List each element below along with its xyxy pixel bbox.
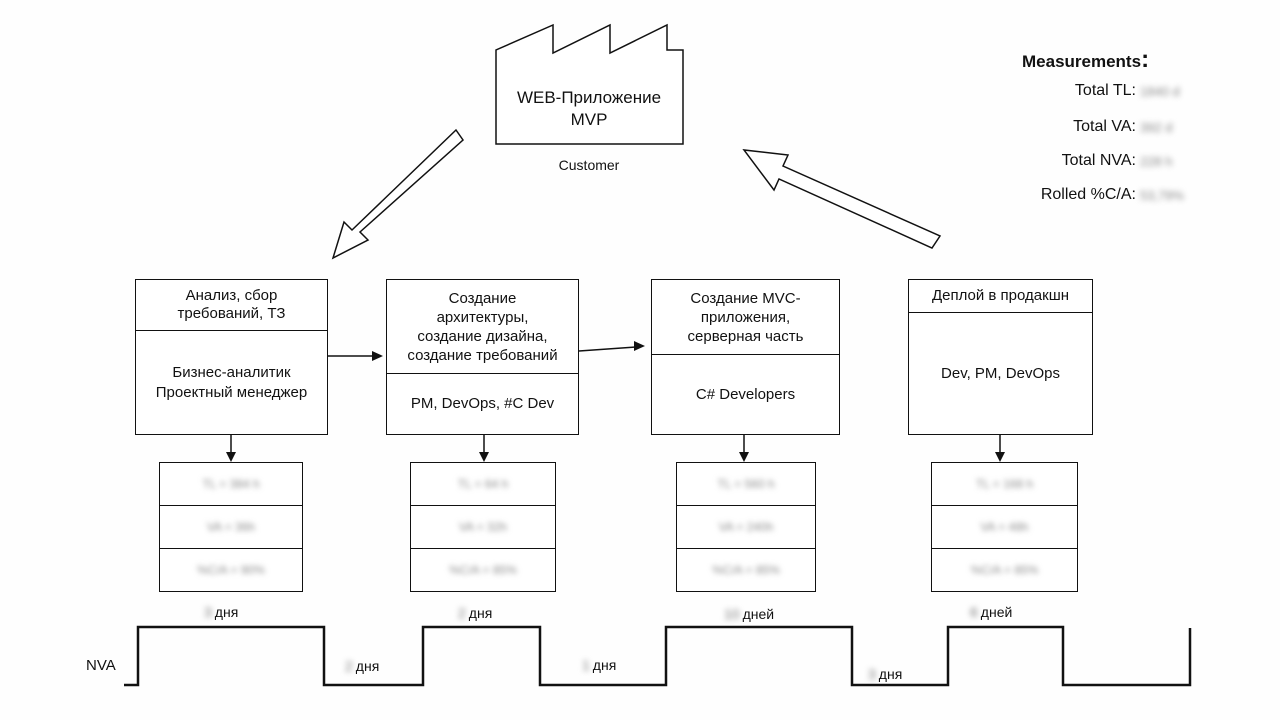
data-box-architecture: TL = 64 h VA = 32h %C/A = 85% bbox=[410, 462, 556, 592]
factory-subtitle: MVP bbox=[571, 110, 608, 129]
measurement-total-va: Total VA: 392 d bbox=[1073, 118, 1200, 136]
data-cell-va: VA = 240h bbox=[677, 506, 815, 549]
timeline-nva-days: 1 дня bbox=[582, 657, 616, 673]
days-number: 3 bbox=[204, 604, 212, 620]
measurements-title: Measurements: bbox=[1022, 46, 1150, 73]
data-box-analysis: TL = 384 h VA = 36h %C/A = 90% bbox=[159, 462, 303, 592]
timeline-va-days: 2 дня bbox=[458, 605, 492, 621]
timeline-nva-days: 2 дня bbox=[345, 658, 379, 674]
process-staff: PM, DevOps, #C Dev bbox=[410, 395, 555, 412]
flow-arrow-down bbox=[739, 435, 749, 462]
data-cell-va: VA = 48h bbox=[932, 506, 1077, 549]
days-unit: дня bbox=[214, 604, 239, 620]
data-cell-tl: TL = 560 h bbox=[677, 463, 815, 506]
data-box-deploy: TL = 168 h VA = 48h %C/A = 85% bbox=[931, 462, 1078, 592]
data-cell-va: VA = 36h bbox=[160, 506, 302, 549]
process-title: Анализ, сбор требований, ТЗ bbox=[136, 280, 327, 331]
measurement-value: 392 d bbox=[1140, 119, 1173, 135]
measurement-value: 1840 d bbox=[1140, 83, 1180, 99]
measurement-label: Rolled %C/A: bbox=[1040, 186, 1136, 203]
timeline-line bbox=[124, 625, 1192, 687]
data-value: TL = 384 h bbox=[202, 477, 260, 491]
factory-caption: Customer bbox=[559, 157, 620, 173]
data-value: VA = 240h bbox=[718, 520, 774, 534]
measurement-value: 228 h bbox=[1140, 153, 1173, 169]
data-cell-ca: %C/A = 90% bbox=[160, 549, 302, 591]
days-number: 6 bbox=[970, 604, 978, 620]
data-value: TL = 560 h bbox=[717, 477, 775, 491]
data-cell-ca: %C/A = 85% bbox=[677, 549, 815, 591]
days-number: 2 bbox=[458, 605, 466, 621]
days-number: 3 bbox=[868, 666, 876, 682]
data-value: %C/A = 85% bbox=[712, 563, 780, 577]
flow-arrow-down bbox=[479, 435, 489, 462]
measurements-title-text: Measurements bbox=[1022, 52, 1142, 71]
process-box-architecture: Создание архитектуры, создание дизайна, … bbox=[386, 279, 579, 435]
days-unit: дня bbox=[592, 657, 617, 673]
days-number: 1 bbox=[582, 657, 590, 673]
push-arrow bbox=[328, 351, 383, 361]
days-unit: дня bbox=[355, 658, 380, 674]
data-value: TL = 64 h bbox=[457, 477, 509, 491]
timeline-nva-days: 3 дня bbox=[868, 666, 902, 682]
measurement-rolled-ca: Rolled %C/A: 53,79% bbox=[1041, 186, 1200, 204]
days-unit: дней bbox=[742, 606, 775, 622]
process-staff: C# Developers bbox=[695, 385, 796, 403]
process-box-analysis: Анализ, сбор требований, ТЗ Бизнес-анали… bbox=[135, 279, 328, 435]
timeline-va-days: 10 дней bbox=[724, 606, 774, 622]
data-value: TL = 168 h bbox=[975, 477, 1034, 491]
days-number: 10 bbox=[724, 606, 740, 622]
data-value: %C/A = 85% bbox=[970, 563, 1039, 577]
data-value: %C/A = 85% bbox=[449, 563, 517, 577]
data-value: VA = 36h bbox=[206, 520, 256, 534]
process-staff: Бизнес-аналитик Проектный менеджер bbox=[155, 363, 308, 401]
process-staff: Dev, PM, DevOps bbox=[941, 364, 1060, 382]
process-title: Деплой в продакшн bbox=[909, 280, 1092, 313]
days-unit: дней bbox=[980, 604, 1013, 620]
data-cell-ca: %C/A = 85% bbox=[411, 549, 555, 591]
process-box-development: Создание MVC- приложения, серверная част… bbox=[651, 279, 840, 435]
process-title: Создание архитектуры, создание дизайна, … bbox=[387, 280, 578, 374]
timeline-va-days: 6 дней bbox=[970, 604, 1012, 620]
timeline-va-days: 3 дня bbox=[204, 604, 238, 620]
measurement-value: 53,79% bbox=[1140, 187, 1185, 203]
measurement-total-tl: Total TL: 1840 d bbox=[1075, 82, 1200, 100]
days-unit: дня bbox=[468, 605, 493, 621]
measurement-label: Total TL: bbox=[1074, 82, 1136, 99]
data-cell-tl: TL = 64 h bbox=[411, 463, 555, 506]
data-box-development: TL = 560 h VA = 240h %C/A = 85% bbox=[676, 462, 816, 592]
data-value: VA = 48h bbox=[980, 520, 1029, 534]
process-box-deploy: Деплой в продакшн Dev, PM, DevOps bbox=[908, 279, 1093, 435]
measurement-label: Total NVA: bbox=[1061, 152, 1136, 169]
factory-icon bbox=[495, 23, 684, 145]
flow-arrow-down bbox=[995, 435, 1005, 462]
days-unit: дня bbox=[878, 666, 903, 682]
push-arrow bbox=[578, 341, 645, 352]
data-value: %C/A = 90% bbox=[197, 563, 265, 577]
delivery-arrow-icon bbox=[742, 149, 942, 249]
days-number: 2 bbox=[345, 658, 353, 674]
measurement-total-nva: Total NVA: 228 h bbox=[1062, 152, 1200, 170]
nva-label: NVA bbox=[86, 657, 116, 674]
data-cell-va: VA = 32h bbox=[411, 506, 555, 549]
flow-arrow-down bbox=[226, 435, 236, 462]
process-title: Создание MVC- приложения, серверная част… bbox=[652, 280, 839, 355]
data-cell-tl: TL = 384 h bbox=[160, 463, 302, 506]
data-value: VA = 32h bbox=[458, 520, 508, 534]
demand-arrow-icon bbox=[331, 128, 464, 260]
data-cell-tl: TL = 168 h bbox=[932, 463, 1077, 506]
factory-title: WEB-Приложение bbox=[517, 88, 661, 107]
measurement-label: Total VA: bbox=[1073, 118, 1136, 135]
data-cell-ca: %C/A = 85% bbox=[932, 549, 1077, 591]
